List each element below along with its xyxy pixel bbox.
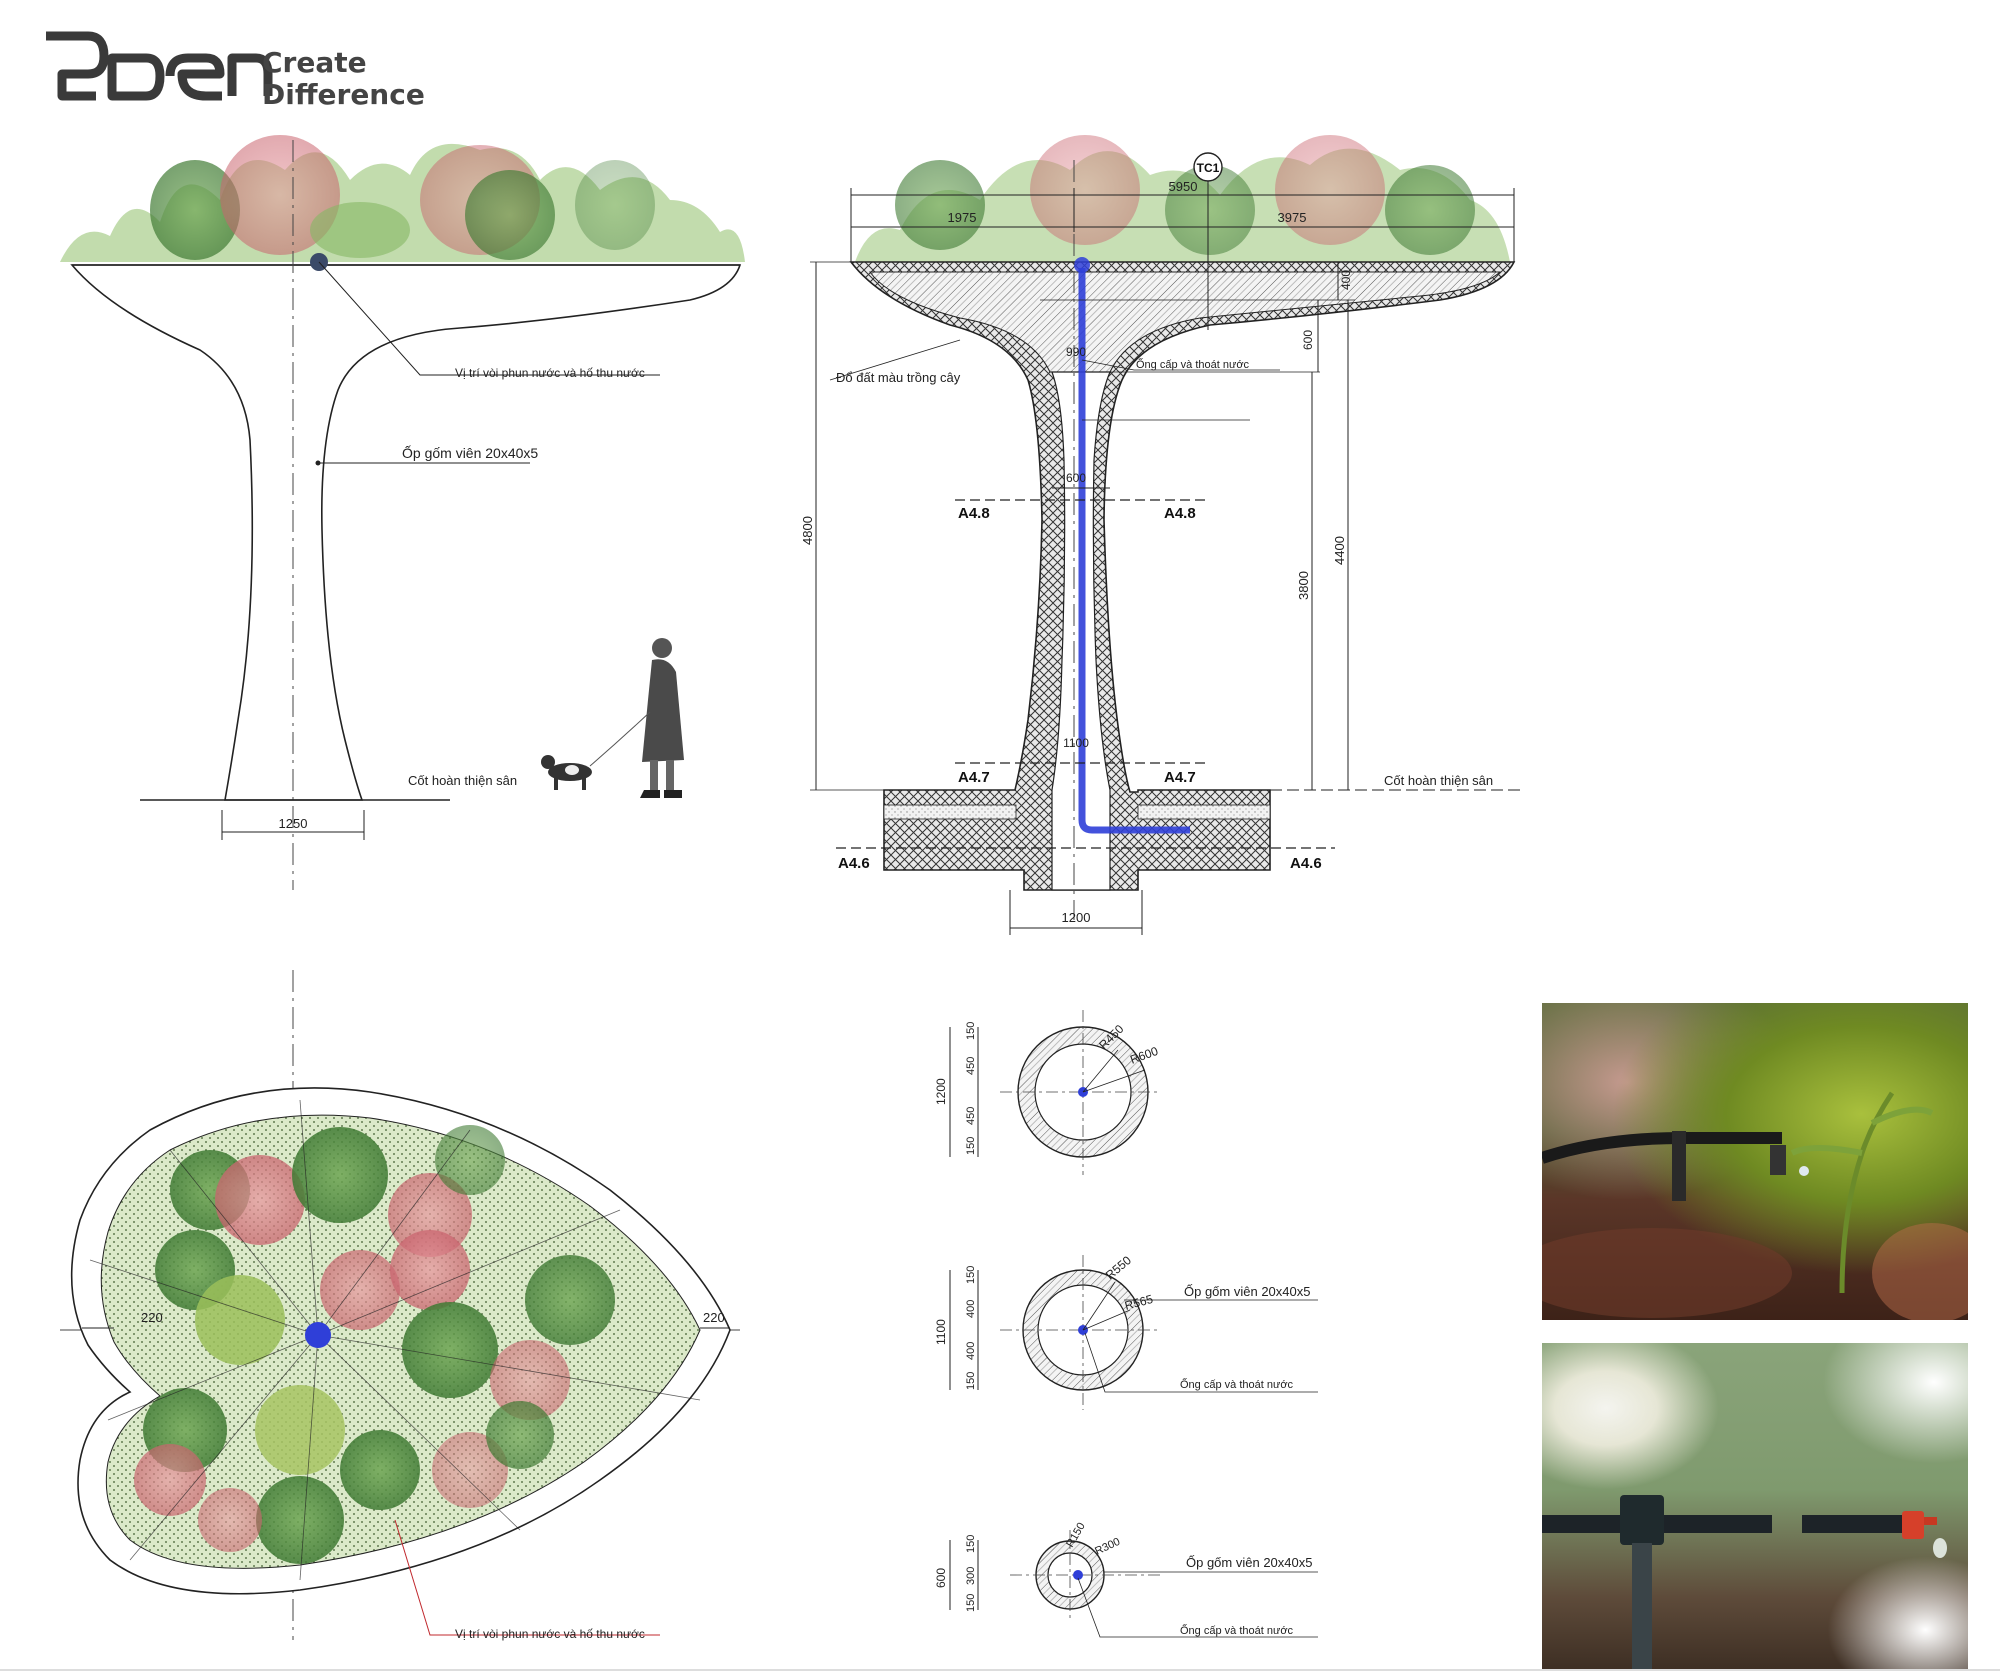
elevation-note-sprinkler: Vị trí vòi phun nước và hố thu nước <box>455 366 645 380</box>
rs1-d-b: 450 <box>965 1107 977 1125</box>
rs2-d-bot: 150 <box>965 1372 977 1390</box>
plan-view: 220 220 Vị trí vòi phun nước và hố thu n… <box>60 970 740 1641</box>
section-dim-600-neck: 600 <box>1066 471 1086 485</box>
scale-figure-person <box>589 638 684 798</box>
rs3-d-a: 300 <box>965 1567 977 1585</box>
brand-logo: Create Difference <box>46 31 425 111</box>
section-dim-990: 990 <box>1066 345 1086 359</box>
section-dim-400: 400 <box>1339 270 1353 290</box>
photo-drip-irrigation-seedling <box>1542 1003 1968 1320</box>
sprinkler-icon <box>305 1322 331 1348</box>
plan-radial-lines <box>89 1099 701 1581</box>
cut-a47-left: A4.7 <box>958 769 990 786</box>
water-pipe <box>1078 268 1190 834</box>
section-dim-4800: 4800 <box>800 516 815 545</box>
canopy-greenery <box>60 135 745 262</box>
rs1-d-top: 150 <box>965 1022 977 1040</box>
cut-a46-right: A4.6 <box>1290 855 1322 872</box>
logo-mark-icon <box>46 31 273 101</box>
section-dim-1100: 1100 <box>1063 736 1089 750</box>
elevation-dim-base: 1250 <box>279 816 308 831</box>
section-greenery <box>855 135 1510 262</box>
elevation-note-cladding: Ốp gốm viên 20x40x5 <box>402 444 538 461</box>
rs1-r-out: R600 <box>1128 1044 1160 1067</box>
rs1-d-a: 450 <box>965 1057 977 1075</box>
section-bowl <box>849 261 1516 891</box>
plan-note-sprinkler: Vị trí vòi phun nước và hố thu nước <box>455 1627 645 1641</box>
section-note-soil: Đổ đất màu trồng cây <box>836 370 961 385</box>
elevation-note-floor: Cốt hoàn thiện sân <box>408 773 517 788</box>
brand-tagline-1: Create <box>262 46 367 79</box>
plan-dim-right: 220 <box>703 1310 725 1325</box>
plan-dim-left: 220 <box>141 1310 163 1325</box>
section-tag: TC1 <box>1197 161 1220 175</box>
plan-planting <box>134 1125 615 1564</box>
rs2-d-b: 400 <box>965 1342 977 1360</box>
section-view: TC1 5950 1975 3975 400 600 3800 4400 480… <box>800 135 1520 935</box>
rs2-r-in: R550 <box>1103 1253 1134 1282</box>
section-dim-total: 5950 <box>1169 179 1198 194</box>
rs3-note-cladding: Ốp gốm viên 20x40x5 <box>1186 1555 1312 1570</box>
rs2-note-pipe: Ống cấp và thoát nước <box>1180 1377 1294 1391</box>
rs1-d-bot: 150 <box>965 1137 977 1155</box>
rs2-d-top: 150 <box>965 1266 977 1284</box>
cut-a46-left: A4.6 <box>838 855 870 872</box>
section-dim-4400: 4400 <box>1332 536 1347 565</box>
sprinkler-icon <box>1074 257 1090 273</box>
photo-drip-emitter-daisy <box>1542 1343 1968 1669</box>
section-dim-3800: 3800 <box>1296 571 1311 600</box>
rs3-note-pipe: Ống cấp và thoát nước <box>1180 1623 1294 1637</box>
rs3-overall: 600 <box>934 1568 948 1588</box>
cut-a48-right: A4.8 <box>1164 505 1196 522</box>
elevation-view: Vị trí vòi phun nước và hố thu nước Ốp g… <box>60 135 745 890</box>
round-section-3: R150 R300 Ốp gốm viên 20x40x5 Ống cấp và… <box>934 1521 1318 1638</box>
rs2-d-a: 400 <box>965 1300 977 1318</box>
section-dim-600-right: 600 <box>1301 330 1315 350</box>
round-section-1: R450 R600 1200 150 450 450 150 <box>934 1010 1160 1175</box>
rs3-d-top: 150 <box>965 1535 977 1553</box>
rs2-note-cladding: Ốp gốm viên 20x40x5 <box>1184 1284 1310 1299</box>
section-dim-right: 3975 <box>1278 210 1307 225</box>
section-dim-1200: 1200 <box>1062 910 1091 925</box>
planter-outline <box>70 264 742 801</box>
section-dim-left: 1975 <box>948 210 977 225</box>
cut-a47-right: A4.7 <box>1164 769 1196 786</box>
brand-tagline-2: Difference <box>262 78 425 111</box>
scale-figure-dog <box>541 755 592 790</box>
rs1-overall: 1200 <box>934 1078 948 1105</box>
rs3-r-out: R300 <box>1093 1536 1122 1558</box>
rs2-overall: 1100 <box>934 1319 948 1345</box>
section-note-pipe: Ống cấp và thoát nước <box>1136 357 1250 371</box>
round-section-2: R550 R565 Ốp gốm viên 20x40x5 Ống cấp và… <box>934 1253 1318 1410</box>
rs3-d-bot: 150 <box>965 1594 977 1612</box>
section-note-floor: Cốt hoàn thiện sân <box>1384 773 1493 788</box>
cut-a48-left: A4.8 <box>958 505 990 522</box>
